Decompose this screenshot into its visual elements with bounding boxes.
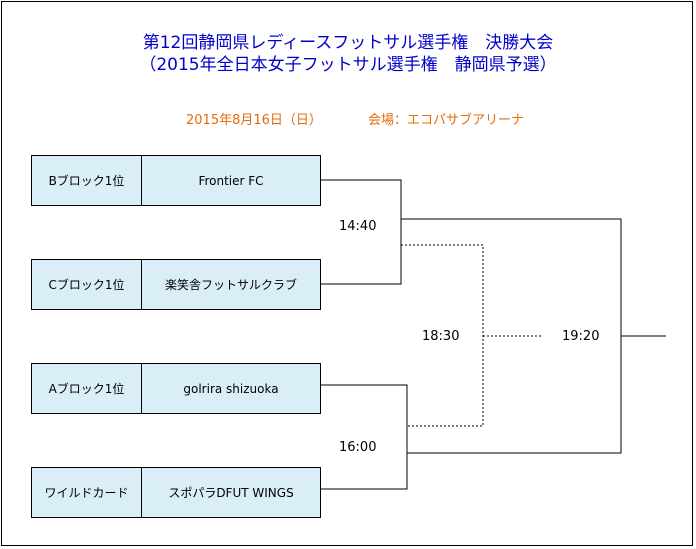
tournament-subtitle: （2015年全日本女子フットサル選手権 静岡県予選） [139, 55, 557, 75]
team-row-3: Aブロック1位 golrira shizuoka [31, 363, 321, 414]
team-seed: Cブロック1位 [32, 260, 142, 309]
event-date: 2015年8月16日（日） [186, 113, 322, 128]
team-row-4: ワイルドカード スポパラDFUT WINGS [31, 467, 321, 518]
team-seed: Aブロック1位 [32, 364, 142, 413]
match-time-semifinal-1: 14:40 [339, 219, 377, 234]
team-seed: ワイルドカード [32, 468, 142, 517]
team-name: スポパラDFUT WINGS [168, 486, 294, 500]
match-time-semifinal-2: 16:00 [339, 440, 377, 455]
match-time-final: 19:20 [562, 329, 600, 344]
team-name: golrira shizuoka [183, 381, 279, 396]
team-seed: Bブロック1位 [32, 156, 142, 205]
bracket-line-sf1 [321, 179, 402, 285]
team-row-1: Bブロック1位 Frontier FC [31, 155, 321, 206]
team-row-2: Cブロック1位 楽笑舎フットサルクラブ [31, 259, 321, 310]
team-name: Frontier FC [198, 173, 264, 188]
tournament-title: 第12回静岡県レディースフットサル選手権 決勝大会 [142, 33, 554, 53]
match-time-third-place: 18:30 [422, 329, 460, 344]
bracket-line-sf2 [321, 384, 408, 490]
event-venue: 会場：エコパサブアリーナ [368, 113, 525, 128]
team-name: 楽笑舎フットサルクラブ [164, 278, 297, 292]
